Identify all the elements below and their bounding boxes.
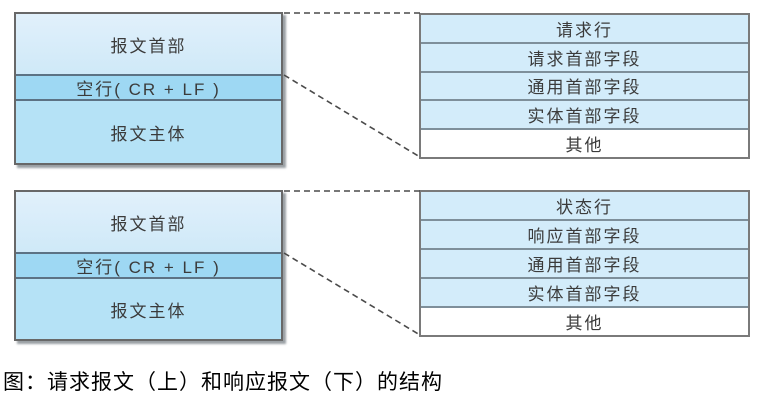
response-detail-row-status-line: 状态行 — [421, 192, 748, 221]
figure-caption: 图：请求报文（上）和响应报文（下）的结构 — [3, 370, 443, 394]
response-detail-row-entity-header-fields: 实体首部字段 — [421, 279, 748, 308]
request-header-detail-box: 请求行 请求首部字段 通用首部字段 实体首部字段 其他 — [419, 13, 750, 159]
request-detail-row-other: 其他 — [421, 130, 748, 157]
response-detail-row-response-header-fields: 响应首部字段 — [421, 221, 748, 250]
request-detail-row-general-header-fields: 通用首部字段 — [421, 72, 748, 102]
request-detail-row-request-header-fields: 请求首部字段 — [421, 43, 748, 73]
response-message-body: 报文主体 — [16, 279, 281, 339]
request-message-body: 报文主体 — [16, 101, 281, 163]
request-message-header: 报文首部 — [16, 14, 281, 74]
request-detail-row-request-line: 请求行 — [421, 15, 748, 44]
response-connector-diagonal-line — [283, 252, 421, 336]
request-connector-diagonal-line — [283, 74, 421, 158]
request-detail-row-entity-header-fields: 实体首部字段 — [421, 101, 748, 131]
request-blank-line-band: 空行( CR + LF ) — [16, 74, 281, 101]
response-detail-row-other: 其他 — [421, 308, 748, 335]
request-message-box: 报文首部 空行( CR + LF ) 报文主体 — [14, 12, 283, 165]
response-detail-row-general-header-fields: 通用首部字段 — [421, 250, 748, 279]
response-blank-line-band: 空行( CR + LF ) — [16, 252, 281, 279]
response-message-header: 报文首部 — [16, 192, 281, 252]
response-message-box: 报文首部 空行( CR + LF ) 报文主体 — [14, 190, 283, 341]
response-header-detail-box: 状态行 响应首部字段 通用首部字段 实体首部字段 其他 — [419, 190, 750, 337]
